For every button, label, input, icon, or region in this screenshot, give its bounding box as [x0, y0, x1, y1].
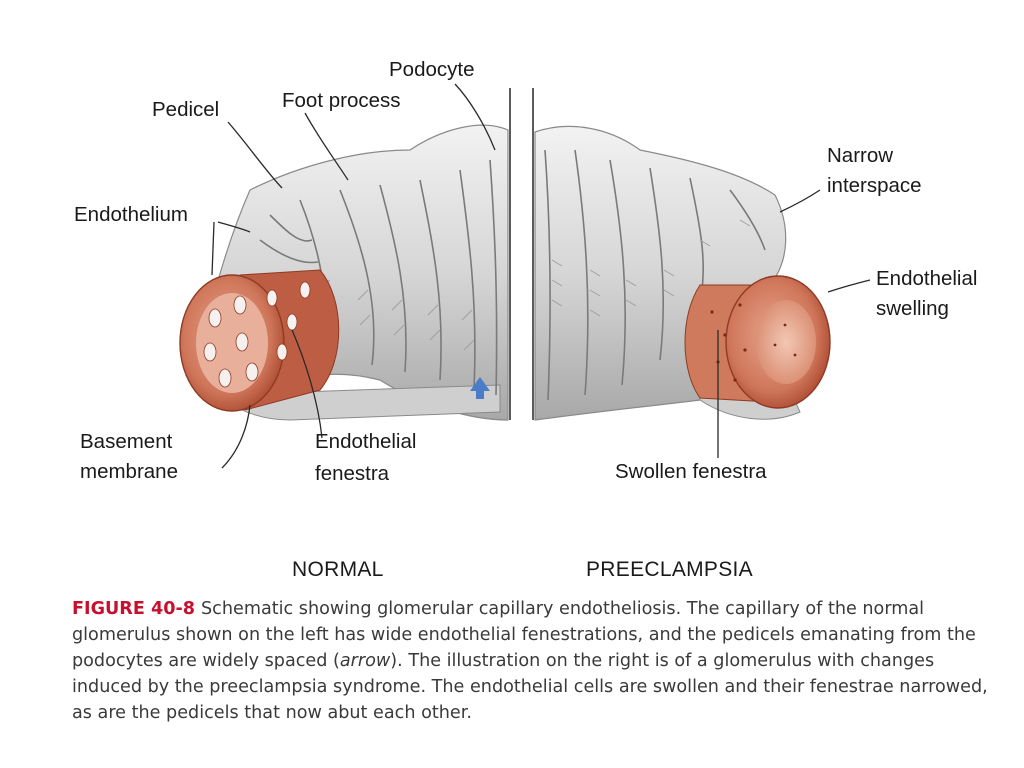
illustration: Podocyte Pedicel Foot process Endotheliu… [74, 58, 977, 581]
caption-text-part2: ). The illustration on the right is of a… [72, 651, 988, 723]
preeclampsia-pedicels [551, 219, 751, 317]
preeclampsia-illustration [534, 125, 831, 421]
leader-lines [211, 83, 871, 469]
preeclampsia-podocyte-body [534, 125, 787, 421]
label-foot-process: Foot process [282, 89, 401, 112]
label-endothelial-fenestra-line2: fenestra [315, 462, 390, 485]
label-pedicel: Pedicel [152, 98, 219, 121]
label-basement-membrane-line2: membrane [80, 460, 178, 483]
normal-illustration [179, 124, 509, 421]
swollen-fenestrae [710, 303, 797, 382]
preeclampsia-capillary [684, 275, 831, 409]
label-basement-membrane-line1: Basement [80, 430, 173, 453]
label-narrow-interspace-line2: interspace [827, 174, 922, 197]
label-endothelium: Endothelium [74, 203, 188, 226]
normal-fenestrae [203, 281, 311, 388]
label-endothelial-swelling-line1: Endothelial [876, 267, 977, 290]
normal-capillary [179, 269, 340, 412]
label-swollen-fenestra: Swollen fenestra [615, 460, 767, 483]
caption-arrow-word: arrow [339, 651, 391, 671]
arrow-icon [470, 377, 490, 399]
label-endothelial-fenestra-line1: Endothelial [315, 430, 416, 453]
label-endothelial-swelling-line2: swelling [876, 297, 949, 320]
panel-title-preeclampsia: PREECLAMPSIA [586, 558, 753, 581]
label-podocyte: Podocyte [389, 58, 474, 81]
preeclampsia-foot-processes [544, 149, 766, 401]
figure-number: FIGURE 40-8 [72, 599, 196, 619]
panel-title-normal: NORMAL [292, 558, 384, 581]
label-narrow-interspace-line1: Narrow [827, 144, 893, 167]
caption-text-part1: Schematic showing glomerular capillary e… [72, 599, 976, 671]
